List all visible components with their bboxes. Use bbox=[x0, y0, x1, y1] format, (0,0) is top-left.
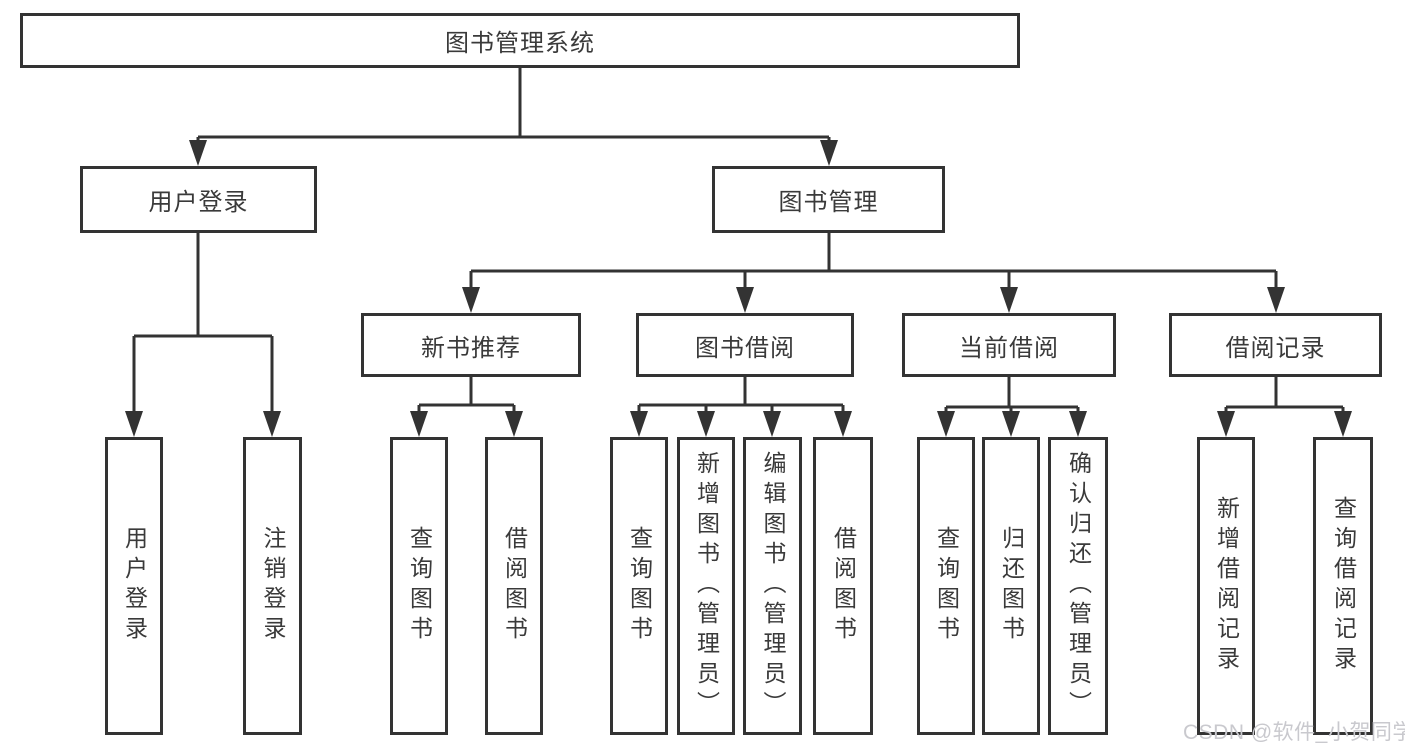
leaf-edit-book-admin: 编辑图书（管理员） bbox=[743, 437, 802, 735]
leaf-label: 查询借阅记录 bbox=[1330, 496, 1357, 676]
node-current-borrow: 当前借阅 bbox=[902, 313, 1116, 377]
leaf-query-book-recommend: 查询图书 bbox=[390, 437, 448, 735]
leaf-add-borrow-record: 新增借阅记录 bbox=[1197, 437, 1255, 735]
node-new-book-recommend: 新书推荐 bbox=[361, 313, 581, 377]
leaf-label: 借阅图书 bbox=[830, 526, 857, 646]
node-label: 当前借阅 bbox=[959, 334, 1059, 362]
node-label: 用户登录 bbox=[148, 189, 249, 216]
leaf-user-login: 用户登录 bbox=[105, 437, 163, 735]
leaf-query-book-borrow: 查询图书 bbox=[610, 437, 668, 735]
node-label: 图书借阅 bbox=[695, 334, 795, 362]
node-library-management-system: 图书管理系统 bbox=[20, 13, 1020, 68]
leaf-confirm-return-admin: 确认归还（管理员） bbox=[1048, 437, 1108, 735]
leaf-label: 归还图书 bbox=[998, 526, 1025, 646]
leaf-return-book: 归还图书 bbox=[982, 437, 1040, 735]
leaf-add-book-admin: 新增图书（管理员） bbox=[677, 437, 735, 735]
leaf-label: 查询图书 bbox=[933, 526, 960, 646]
node-borrow-record: 借阅记录 bbox=[1169, 313, 1382, 377]
leaf-query-book-current: 查询图书 bbox=[917, 437, 975, 735]
leaf-logout: 注销登录 bbox=[243, 437, 302, 735]
leaf-label: 确认归还（管理员） bbox=[1065, 451, 1092, 721]
csdn-watermark: CSDN @软件_小贺同学 bbox=[1183, 721, 1405, 744]
leaf-label: 查询图书 bbox=[626, 526, 653, 646]
leaf-query-borrow-record: 查询借阅记录 bbox=[1313, 437, 1373, 735]
leaf-label: 编辑图书（管理员） bbox=[760, 451, 786, 721]
leaf-label: 新增借阅记录 bbox=[1213, 496, 1240, 676]
leaf-label: 注销登录 bbox=[260, 526, 286, 646]
node-label: 图书管理系统 bbox=[445, 30, 595, 57]
leaf-label: 新增图书（管理员） bbox=[693, 451, 720, 721]
node-book-management: 图书管理 bbox=[712, 166, 945, 233]
leaf-label: 借阅图书 bbox=[501, 526, 528, 646]
node-label: 借阅记录 bbox=[1225, 334, 1326, 362]
leaf-label: 用户登录 bbox=[121, 526, 148, 646]
node-user-login: 用户登录 bbox=[80, 166, 317, 233]
leaf-label: 查询图书 bbox=[406, 526, 433, 646]
leaf-borrow-book-borrow: 借阅图书 bbox=[813, 437, 873, 735]
node-label: 新书推荐 bbox=[421, 334, 521, 362]
leaf-borrow-book-recommend: 借阅图书 bbox=[485, 437, 543, 735]
node-book-borrow: 图书借阅 bbox=[636, 313, 854, 377]
node-label: 图书管理 bbox=[778, 189, 879, 216]
